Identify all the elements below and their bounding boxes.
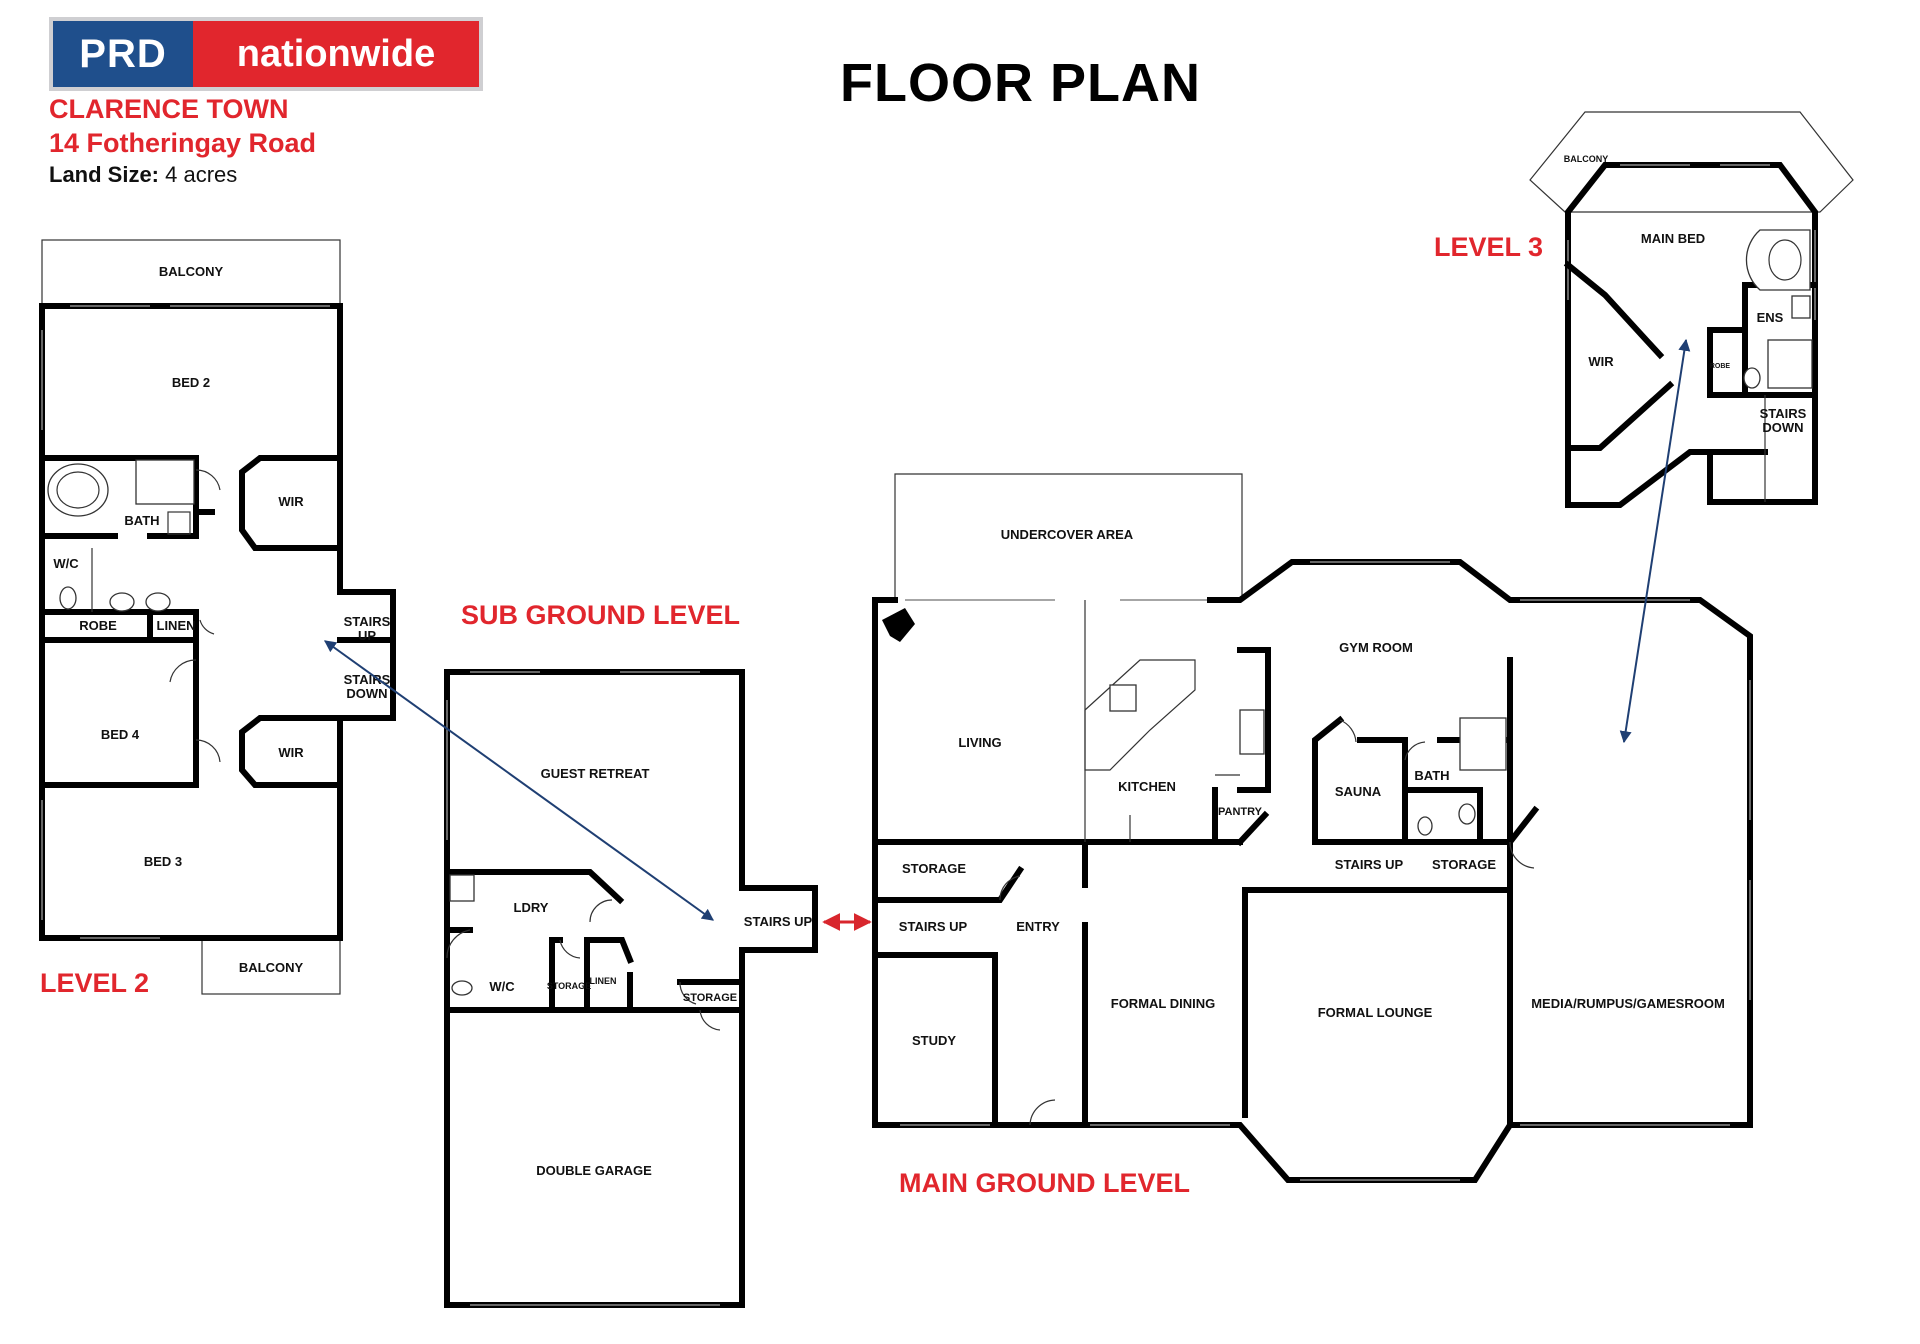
level-3-plan: BALCONY MAIN BED ENS WIR ROBE STAIRS DOW… — [1529, 111, 1854, 508]
mg-entry-label: ENTRY — [1016, 919, 1060, 934]
sub-ground-level-label: SUB GROUND LEVEL — [461, 600, 741, 630]
l2-bed-3-label: BED 3 — [144, 854, 182, 869]
mg-formal-dining-label: FORMAL DINING — [1111, 996, 1215, 1011]
mg-undercover-label: UNDERCOVER AREA — [1001, 527, 1134, 542]
l2-balcony-top-label: BALCONY — [159, 264, 224, 279]
l2-bath-label: BATH — [124, 513, 159, 528]
mg-storage-1-label: STORAGE — [902, 861, 966, 876]
main-ground-level-plan: UNDERCOVER AREA LIVING KITCHEN PANTRY GY… — [872, 473, 1753, 1183]
mg-media-label: MEDIA/RUMPUS/GAMESROOM — [1531, 996, 1725, 1011]
sg-storage-small-label: STORAGE — [547, 981, 591, 991]
l2-balcony-bottom-label: BALCONY — [239, 960, 304, 975]
suburb-label: CLARENCE TOWN — [49, 94, 289, 124]
mg-living-label: LIVING — [958, 735, 1001, 750]
land-size-value: 4 acres — [165, 162, 238, 187]
sg-double-garage-label: DOUBLE GARAGE — [536, 1163, 652, 1178]
sg-stairs-up-label: STAIRS UP — [744, 914, 813, 929]
land-size-label: Land Size: — [49, 162, 160, 187]
sg-ldry-label: LDRY — [514, 900, 549, 915]
mg-undercover-outline — [894, 473, 1243, 600]
mg-stairs-up-2-label: STAIRS UP — [899, 919, 968, 934]
l3-ens-label: ENS — [1757, 310, 1784, 325]
brand-logo: PRD nationwide — [49, 17, 483, 91]
sg-storage-label: STORAGE — [683, 992, 737, 1004]
address-label: 14 Fotheringay Road — [49, 128, 317, 158]
l3-wir-label: WIR — [1588, 354, 1614, 369]
l2-bed-4-label: BED 4 — [101, 727, 140, 742]
l2-stairs-up-label-1: STAIRS — [344, 614, 391, 629]
l2-wir-1-label: WIR — [278, 494, 304, 509]
mg-bath-label: BATH — [1414, 768, 1449, 783]
l2-wc-label: W/C — [53, 556, 79, 571]
l2-robe-label: ROBE — [79, 618, 117, 633]
level-2-plan: BALCONY BED 2 BATH WIR W/C ROBE LINEN ST… — [39, 239, 396, 995]
l3-balcony-label: BALCONY — [1564, 154, 1609, 164]
l3-stairs-down-label-2: DOWN — [1762, 420, 1803, 435]
sg-wc-label: W/C — [489, 979, 515, 994]
mg-stairs-up-1-label: STAIRS UP — [1335, 857, 1404, 872]
l3-robe-label: ROBE — [1710, 363, 1731, 370]
main-ground-level-label: MAIN GROUND LEVEL — [899, 1168, 1191, 1198]
sub-ground-level-plan: GUEST RETREAT LDRY W/C STORAGE LINEN STO… — [444, 669, 818, 1308]
l2-linen-label: LINEN — [157, 618, 196, 633]
page-title: FLOOR PLAN — [840, 53, 1201, 113]
mg-kitchen-label: KITCHEN — [1118, 779, 1176, 794]
sg-guest-retreat-label: GUEST RETREAT — [541, 766, 650, 781]
l2-stairs-up-label-2: UP — [358, 628, 376, 643]
mg-formal-lounge-label: FORMAL LOUNGE — [1318, 1005, 1433, 1020]
l3-stairs-down-label-1: STAIRS — [1760, 406, 1807, 421]
l2-bath-wall — [39, 455, 199, 539]
brand-logo-prd: PRD — [53, 21, 193, 87]
connector-main-ground-to-level3 — [1619, 338, 1691, 744]
l2-wir-2-label: WIR — [278, 745, 304, 760]
l2-bed-2-label: BED 2 — [172, 375, 210, 390]
mg-storage-2-label: STORAGE — [1432, 857, 1496, 872]
l2-stairs-down-label-1: STAIRS — [344, 672, 391, 687]
connector-level2-to-sub-ground — [324, 640, 714, 921]
l3-main-bed-label: MAIN BED — [1641, 231, 1705, 246]
mg-gym-label: GYM ROOM — [1339, 640, 1413, 655]
l2-stairs-down-label-2: DOWN — [346, 686, 387, 701]
brand-logo-nationwide: nationwide — [193, 21, 479, 87]
mg-study-label: STUDY — [912, 1033, 956, 1048]
mg-pantry-label: PANTRY — [1218, 806, 1263, 818]
land-size: Land Size: 4 acres — [49, 162, 237, 188]
mg-sauna-label: SAUNA — [1335, 784, 1382, 799]
level-3-label: LEVEL 3 — [1434, 232, 1544, 262]
sg-linen-label: LINEN — [590, 976, 617, 986]
level-2-label: LEVEL 2 — [40, 968, 150, 998]
